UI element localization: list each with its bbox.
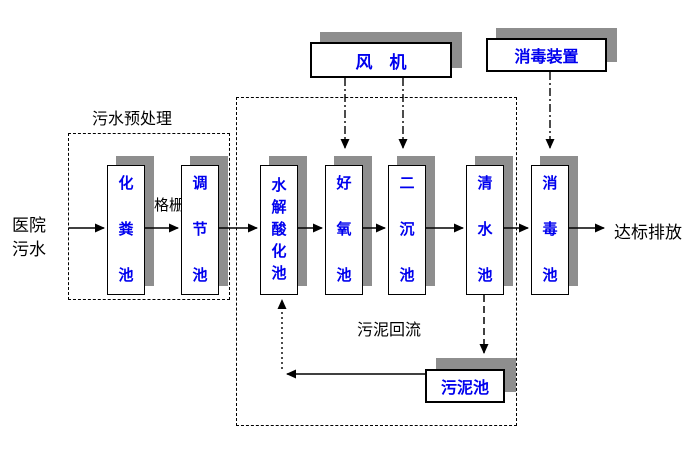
aerobic-tank-label: 好 氧 池 (336, 175, 352, 284)
effluent-label: 达标排放 (614, 223, 682, 242)
sludge-tank-label: 污泥池 (440, 380, 489, 397)
pretreatment-title: 污水预处理 (92, 111, 173, 128)
septic-tank-label: 化 粪 池 (118, 175, 134, 284)
fan-label: 风 机 (355, 52, 407, 72)
biological-treatment-boundary (236, 97, 517, 426)
hydrolysis-acidification-tank: 水 解 酸 化 池 (260, 165, 298, 295)
disinfection-tank: 消 毒 池 (531, 165, 569, 295)
regulating-tank: 调 节 池 (181, 165, 219, 295)
influent-label: 医院 污水 (12, 216, 46, 259)
secondary-sedimentation-tank-label: 二 沉 池 (399, 175, 415, 284)
sludge-tank-box: 污泥池 (425, 369, 505, 403)
aerobic-tank: 好 氧 池 (325, 165, 363, 295)
secondary-sedimentation-tank: 二 沉 池 (388, 165, 426, 295)
sludge-return-label: 污泥回流 (357, 322, 422, 339)
clear-water-tank: 清 水 池 (466, 165, 504, 295)
clear-water-tank-label: 清 水 池 (477, 175, 493, 284)
regulating-tank-label: 调 节 池 (192, 175, 208, 284)
disinfection-device-box: 消毒装置 (486, 38, 607, 72)
screen-label: 格栅 (154, 197, 185, 214)
disinfection-device-label: 消毒装置 (514, 49, 579, 66)
fan-box: 风 机 (310, 42, 452, 78)
hydrolysis-acidification-tank-label: 水 解 酸 化 池 (271, 177, 287, 282)
septic-tank: 化 粪 池 (107, 165, 145, 295)
disinfection-tank-label: 消 毒 池 (542, 175, 558, 284)
pretreatment-boundary (68, 133, 230, 300)
